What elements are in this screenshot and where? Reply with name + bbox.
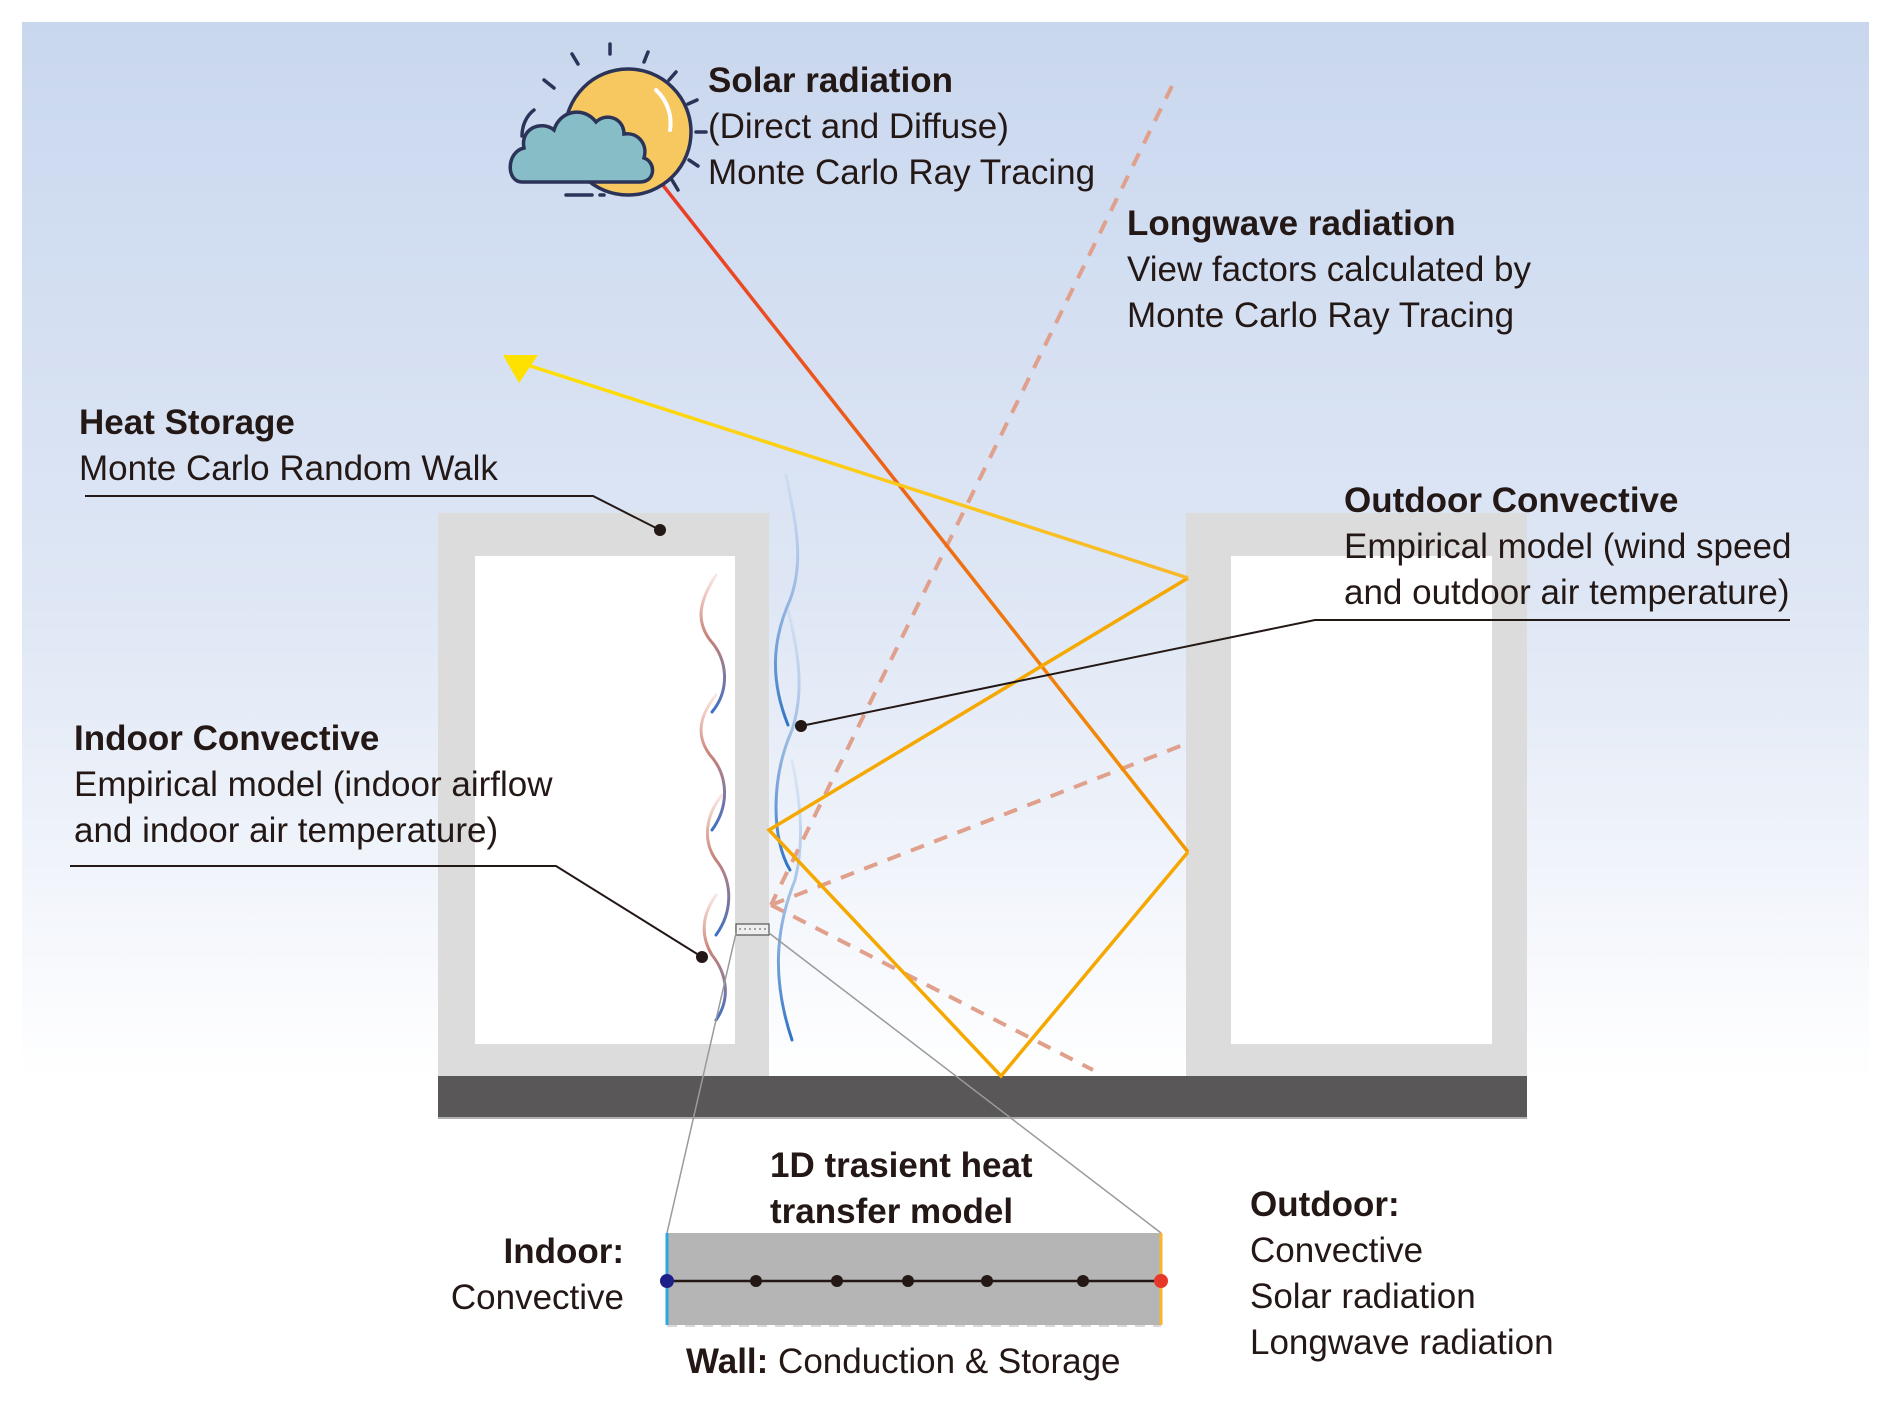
indoor-convective-line1: Empirical model (indoor airflow [74,765,553,804]
solar-rays [503,163,1190,1079]
indoor-convective-point [696,951,708,963]
solar-radiation-label: Solar radiation (Direct and Diffuse) Mon… [708,58,1095,196]
solar-escaping-ray [514,359,1189,580]
interior-node [981,1275,993,1287]
right-building-interior [1231,556,1492,1044]
longwave-radiation-line2: Monte Carlo Ray Tracing [1127,296,1515,335]
wall-model-title-line1: 1D trasient heat [770,1146,1033,1185]
indoor-convection-waves [699,573,731,1022]
outdoor-boundary-label: Outdoor: Convective Solar radiation Long… [1250,1182,1554,1366]
wall-model-title: 1D trasient heat transfer model [770,1143,1033,1235]
outdoor-convective-label: Outdoor Convective Empirical model (wind… [1344,478,1791,616]
indoor-convection-wave [699,573,726,714]
outdoor-boundary-title: Outdoor: [1250,1185,1400,1224]
longwave-ray-sky [769,85,1174,906]
heat-storage-title: Heat Storage [79,403,295,442]
sun-behind-cloud-icon [508,42,708,197]
outdoor-convective-title: Outdoor Convective [1344,481,1679,520]
wall-nodes [660,1274,1168,1288]
longwave-radiation-line1: View factors calculated by [1127,250,1532,289]
solar-radiation-line2: Monte Carlo Ray Tracing [708,153,1096,192]
indoor-convection-wave [705,793,731,937]
outdoor-convective-line1: Empirical model (wind speed [1344,527,1792,566]
indoor-boundary-label: Indoor: Convective [451,1229,624,1321]
indoor-convection-wave [699,693,726,832]
indoor-convection-wave [702,893,727,1022]
solar-radiation-line1: (Direct and Diffuse) [708,107,1009,146]
outdoor-boundary-item: Solar radiation [1250,1277,1476,1316]
longwave-radiation-label: Longwave radiation View factors calculat… [1127,201,1531,339]
wall-label: Wall: Conduction & Storage [686,1339,1121,1385]
heat-storage-line1: Monte Carlo Random Walk [79,449,498,488]
leader-dots [654,524,807,963]
indoor-boundary-item: Convective [450,1278,624,1317]
outdoor-convective-leader [800,619,1790,727]
zoom-callout-left [666,932,737,1234]
outdoor-convection-wave [776,758,803,1042]
outdoor-convection-wave [774,608,801,872]
longwave-rays [769,85,1189,1072]
outdoor-boundary-item: Convective [1250,1231,1424,1270]
wall-label-desc: Conduction & Storage [778,1342,1121,1381]
outdoor-convective-point [795,720,807,732]
outdoor-boundary-item: Longwave radiation [1250,1323,1554,1362]
indoor-convective-label: Indoor Convective Empirical model (indoo… [74,716,553,854]
longwave-radiation-title: Longwave radiation [1127,204,1456,243]
interior-node [1077,1275,1089,1287]
wall-label-title: Wall: [686,1342,769,1381]
leader-lines [70,495,1790,958]
heat-storage-point [654,524,666,536]
interior-node [902,1275,914,1287]
indoor-surface-node [660,1274,674,1288]
outdoor-convective-line2: and outdoor air temperature) [1344,573,1790,612]
indoor-convective-leader [70,865,703,958]
indoor-convective-title: Indoor Convective [74,719,380,758]
left-building-interior [475,556,735,1044]
indoor-boundary-title: Indoor: [503,1232,624,1271]
heat-storage-label: Heat Storage Monte Carlo Random Walk [79,400,498,492]
solar-reflected-ray-path [766,576,1190,1079]
heat-storage-leader [85,495,661,531]
interior-node [831,1275,843,1287]
sky-background [22,22,1869,1082]
wall-sample-box [735,923,770,936]
outdoor-surface-node [1154,1274,1168,1288]
wall-model-title-line2: transfer model [770,1192,1014,1231]
longwave-ray-ground [770,903,1094,1072]
outdoor-convection-waves [774,473,803,1042]
interior-node [750,1275,762,1287]
solar-radiation-title: Solar radiation [708,61,954,100]
arrow-head-icon [503,355,538,383]
indoor-convective-line2: and indoor air temperature) [74,811,499,850]
zoom-callout-right [768,932,1162,1234]
outdoor-convection-wave [774,473,800,727]
solar-incident-ray [645,163,1190,854]
